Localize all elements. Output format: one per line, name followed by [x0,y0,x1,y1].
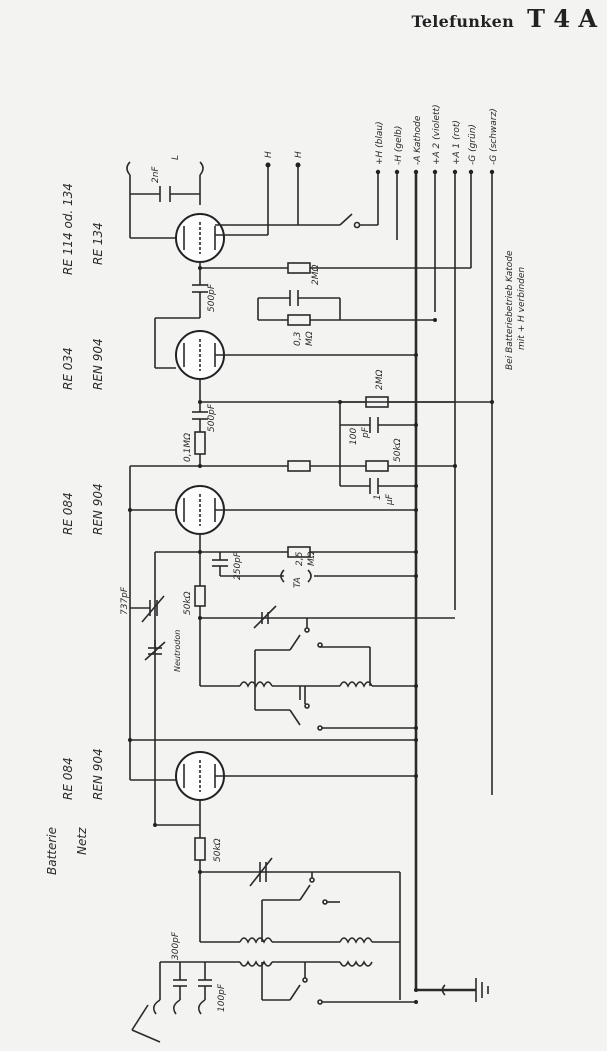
tuning-section-upper [199,605,455,731]
resistor-03meg-label-b: MΩ [305,331,315,346]
tube1-battery-type: RE 114 od. 134 [61,183,75,275]
battery-note: Bei Batteriebetrieb Katode mit + H verbi… [505,250,527,370]
cap-100pf-label-a: 100 [349,428,359,445]
heater-label-1: H [264,151,274,158]
resistor-25meg-label-b: MΩ [307,551,317,566]
heater-terminals: H H [264,151,304,235]
output-stage: 2nF L 500pF 2MΩ [126,155,471,318]
tube2-battery-type: RE 034 [61,347,75,390]
tube4-mains-type: REN 904 [91,748,105,800]
terminal-label-a1: +A 1 (rot) [452,120,462,165]
stage-three: 50kΩ 1 μF 2,5 MΩ 250pF [129,438,455,825]
tube4-battery-type: RE 084 [61,757,75,800]
stage-two: 0,3 MΩ 500pF 0,1MΩ 2MΩ 100 pF [154,290,492,470]
resistor-03meg-label-a: 0,3 [293,331,303,346]
neutrodon-label: Neutrodon [173,630,182,672]
antenna-input: 300pF 100pF [131,931,240,1043]
mains-row-label: Netz [75,827,89,855]
cap-737pf-label: 737pF [120,586,130,615]
terminal-label-cathode: -A Kathode [413,115,423,165]
tube-type-labels: RE 114 od. 134 RE 134 RE 034 REN 904 RE … [45,183,105,875]
terminal-labels: +H (blau) -H (gelb) -A Kathode +A 2 (vio… [375,104,499,165]
terminal-label-g-green: -G (grün) [468,124,478,165]
resistor-50k-stage4-label: 50kΩ [213,838,223,862]
model-name: T 4 A [527,4,597,33]
ta-label: TA [293,577,303,588]
cap-2nf-label: 2nF [151,166,161,183]
note-line-2: mit + H verbinden [517,267,527,350]
terminal-label-g-black: -G (schwarz) [489,108,499,165]
junction-dots [128,266,494,1004]
cap-100pf-label-b: pF [361,426,371,439]
resistor-01meg-label: 0,1MΩ [183,433,193,462]
tube3-mains-type: REN 904 [91,483,105,535]
tube3-battery-type: RE 084 [61,492,75,535]
cap-250pf-label: 250pF [233,551,243,580]
cap-500pf-top-label: 500pF [207,283,217,312]
terminal-label-plus-h: +H (blau) [375,121,385,165]
cap-500pf-mid-label: 500pF [207,403,217,432]
resistor-2meg-mid-label: 2MΩ [375,370,385,390]
cap-300pf-label: 300pF [171,931,181,960]
resistor-50k-stage3-label: 50kΩ [393,438,403,462]
resistor-25meg-label-a: 2,5 [295,551,305,566]
document-header: Telefunken T 4 A [411,4,597,33]
ground-bus [414,978,489,1002]
tube2-mains-type: REN 904 [91,338,105,390]
neutrodon-section: 737pF Neutrodon [120,586,182,672]
battery-row-label: Batterie [45,827,59,875]
coil-l-label: L [171,155,181,160]
resistor-50k-stage3b-label: 50kΩ [183,591,193,615]
heater-label-2: H [294,151,304,158]
resistor-2meg-top-label: 2MΩ [311,265,321,285]
note-line-1: Bei Batteriebetrieb Katode [505,250,515,370]
terminal-leads [375,169,495,990]
cap-100pf-antenna-label: 100pF [217,983,227,1012]
terminal-label-a2: +A 2 (violett) [432,104,442,165]
cap-1uf-label-a: 1 [373,494,383,500]
stage-four: 50kΩ [129,739,416,1005]
manufacturer-name: Telefunken [411,12,515,31]
cap-1uf-label-b: μF [385,493,395,506]
terminal-label-minus-h: -H (gelb) [394,126,404,165]
tube1-mains-type: RE 134 [91,222,105,265]
